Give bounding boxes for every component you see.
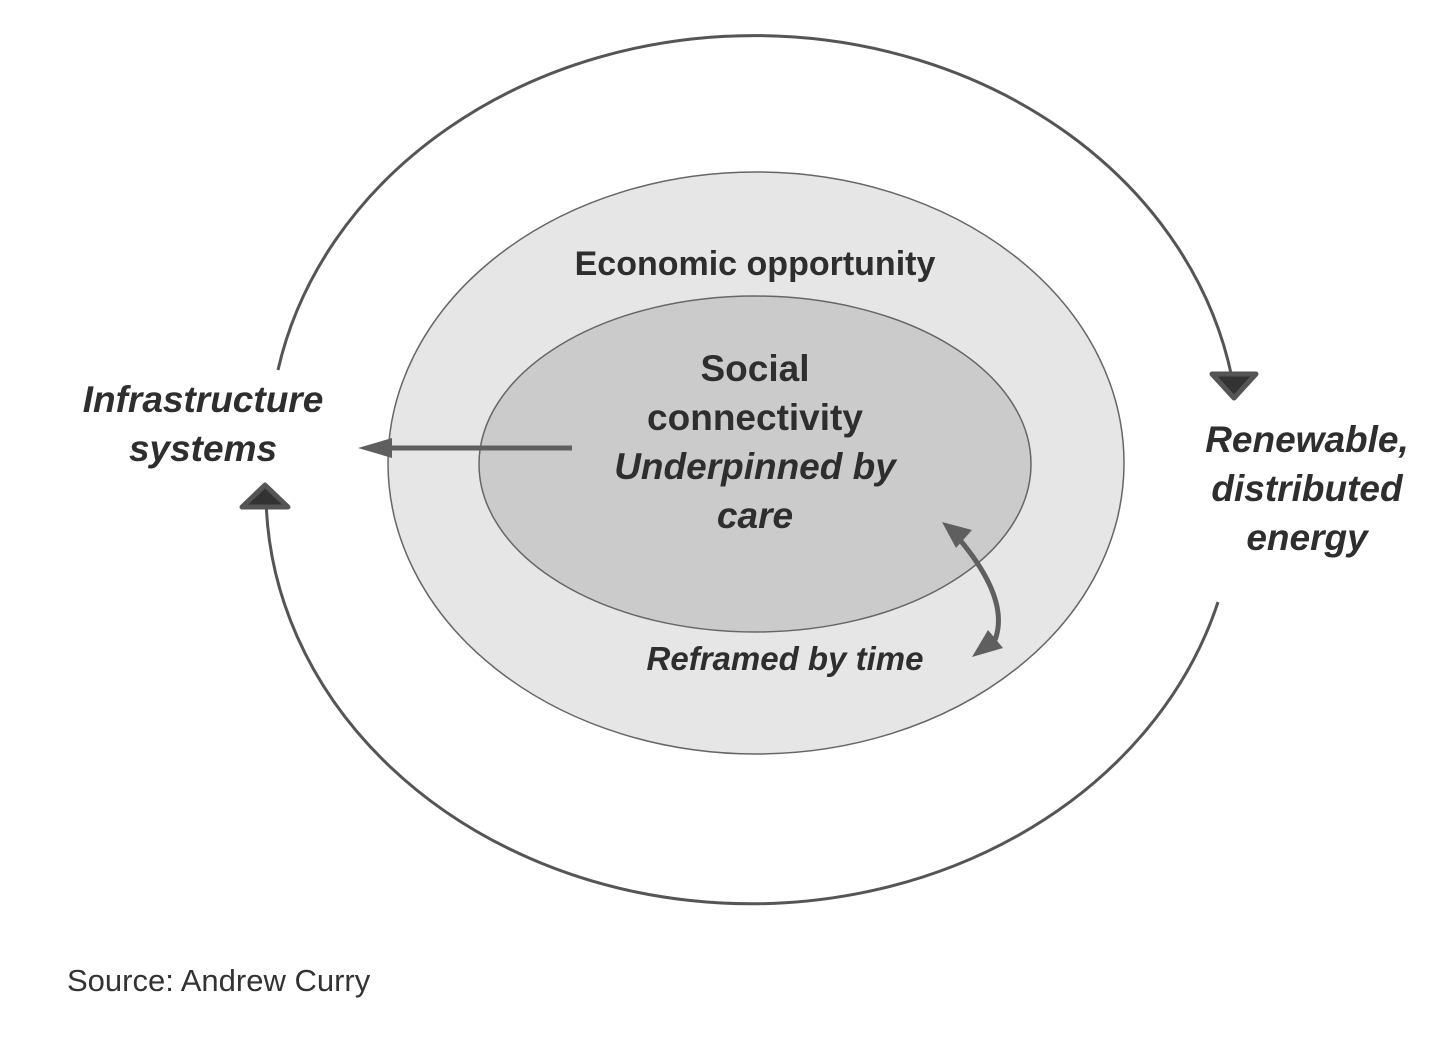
energy-label-line-3: energy: [1246, 517, 1370, 558]
outer-cycle-bottom-arc: [264, 497, 1220, 906]
energy-label-line-2: distributed: [1211, 468, 1404, 509]
down-arrowhead-icon: [1209, 371, 1259, 401]
social-connectivity-ellipse: [478, 295, 1032, 633]
reframe-arrowhead-bottom-icon: [972, 630, 1003, 657]
left-arrowhead-icon: [358, 438, 392, 458]
energy-label-line-1: Renewable,: [1205, 419, 1409, 460]
reframe-arrowhead-top-icon: [942, 522, 972, 548]
inner-label-line-2: connectivity: [647, 397, 863, 438]
inner-label-line-4: care: [717, 495, 793, 536]
outer-cycle-top-arc: [276, 34, 1234, 379]
economic-opportunity-label: Economic opportunity: [575, 245, 936, 283]
source-caption: Source: Andrew Curry: [67, 963, 371, 998]
inner-label-line-3: Underpinned by: [614, 446, 898, 487]
infrastructure-label-line-2: systems: [129, 428, 277, 469]
inner-label-line-1: Social: [701, 348, 810, 389]
infrastructure-label-line-1: Infrastructure: [83, 379, 324, 420]
reframed-by-time-label: Reframed by time: [647, 640, 924, 677]
reframe-double-arrow: [958, 538, 1001, 641]
up-arrowhead-icon: [239, 482, 291, 510]
